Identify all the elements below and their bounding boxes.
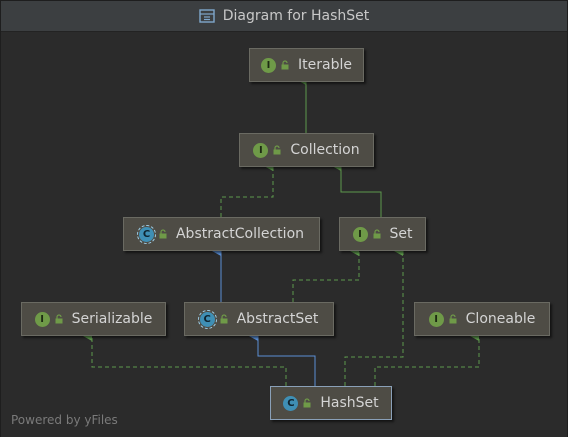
node-label: Iterable bbox=[298, 57, 352, 73]
title-bar: Diagram for HashSet bbox=[1, 1, 567, 32]
public-lock-icon bbox=[372, 229, 382, 239]
public-lock-icon bbox=[302, 398, 312, 408]
node-iterable[interactable]: I Iterable bbox=[249, 48, 364, 82]
node-label: AbstractSet bbox=[236, 311, 319, 327]
node-cloneable[interactable]: I Cloneable bbox=[414, 302, 550, 336]
abstract-class-icon: C bbox=[197, 309, 217, 329]
node-label: AbstractCollection bbox=[175, 226, 305, 242]
node-label: HashSet bbox=[320, 395, 379, 411]
node-serializable[interactable]: I Serializable bbox=[21, 302, 166, 336]
diagram-canvas[interactable]: I Iterable I Collection C AbstractCollec… bbox=[1, 32, 567, 437]
node-set[interactable]: I Set bbox=[339, 217, 426, 251]
interface-icon: I bbox=[261, 57, 277, 73]
node-abstract-collection[interactable]: C AbstractCollection bbox=[123, 217, 320, 251]
diagram-icon bbox=[199, 9, 215, 23]
edge-hashset-abstractset bbox=[249, 331, 316, 386]
edge-abstractcollection-collection bbox=[220, 161, 274, 217]
node-label: Cloneable bbox=[465, 311, 536, 327]
public-lock-icon bbox=[280, 60, 290, 70]
node-abstract-set[interactable]: C AbstractSet bbox=[184, 302, 334, 336]
node-collection[interactable]: I Collection bbox=[239, 133, 374, 167]
edge-hashset-cloneable bbox=[374, 331, 480, 386]
class-icon: C bbox=[283, 395, 299, 411]
powered-by-label: Powered by yFiles bbox=[11, 413, 118, 427]
node-label: Set bbox=[389, 226, 413, 242]
public-lock-icon bbox=[54, 314, 64, 324]
edge-abstractset-set bbox=[292, 246, 360, 302]
edge-hashset-set bbox=[344, 246, 404, 386]
node-label: Collection bbox=[290, 142, 360, 158]
node-label: Serializable bbox=[71, 311, 153, 327]
interface-icon: I bbox=[34, 311, 50, 327]
interface-icon: I bbox=[352, 226, 368, 242]
interface-icon: I bbox=[253, 142, 269, 158]
edges-layer bbox=[83, 75, 480, 386]
edge-set-collection bbox=[332, 161, 382, 217]
public-lock-icon bbox=[272, 145, 282, 155]
interface-icon: I bbox=[428, 311, 444, 327]
node-hashset[interactable]: C HashSet bbox=[270, 386, 392, 420]
abstract-class-icon: C bbox=[136, 224, 156, 244]
window-title: Diagram for HashSet bbox=[222, 8, 370, 24]
public-lock-icon bbox=[448, 314, 458, 324]
edge-hashset-serializable bbox=[83, 331, 287, 386]
public-lock-icon bbox=[158, 229, 168, 239]
public-lock-icon bbox=[219, 314, 229, 324]
